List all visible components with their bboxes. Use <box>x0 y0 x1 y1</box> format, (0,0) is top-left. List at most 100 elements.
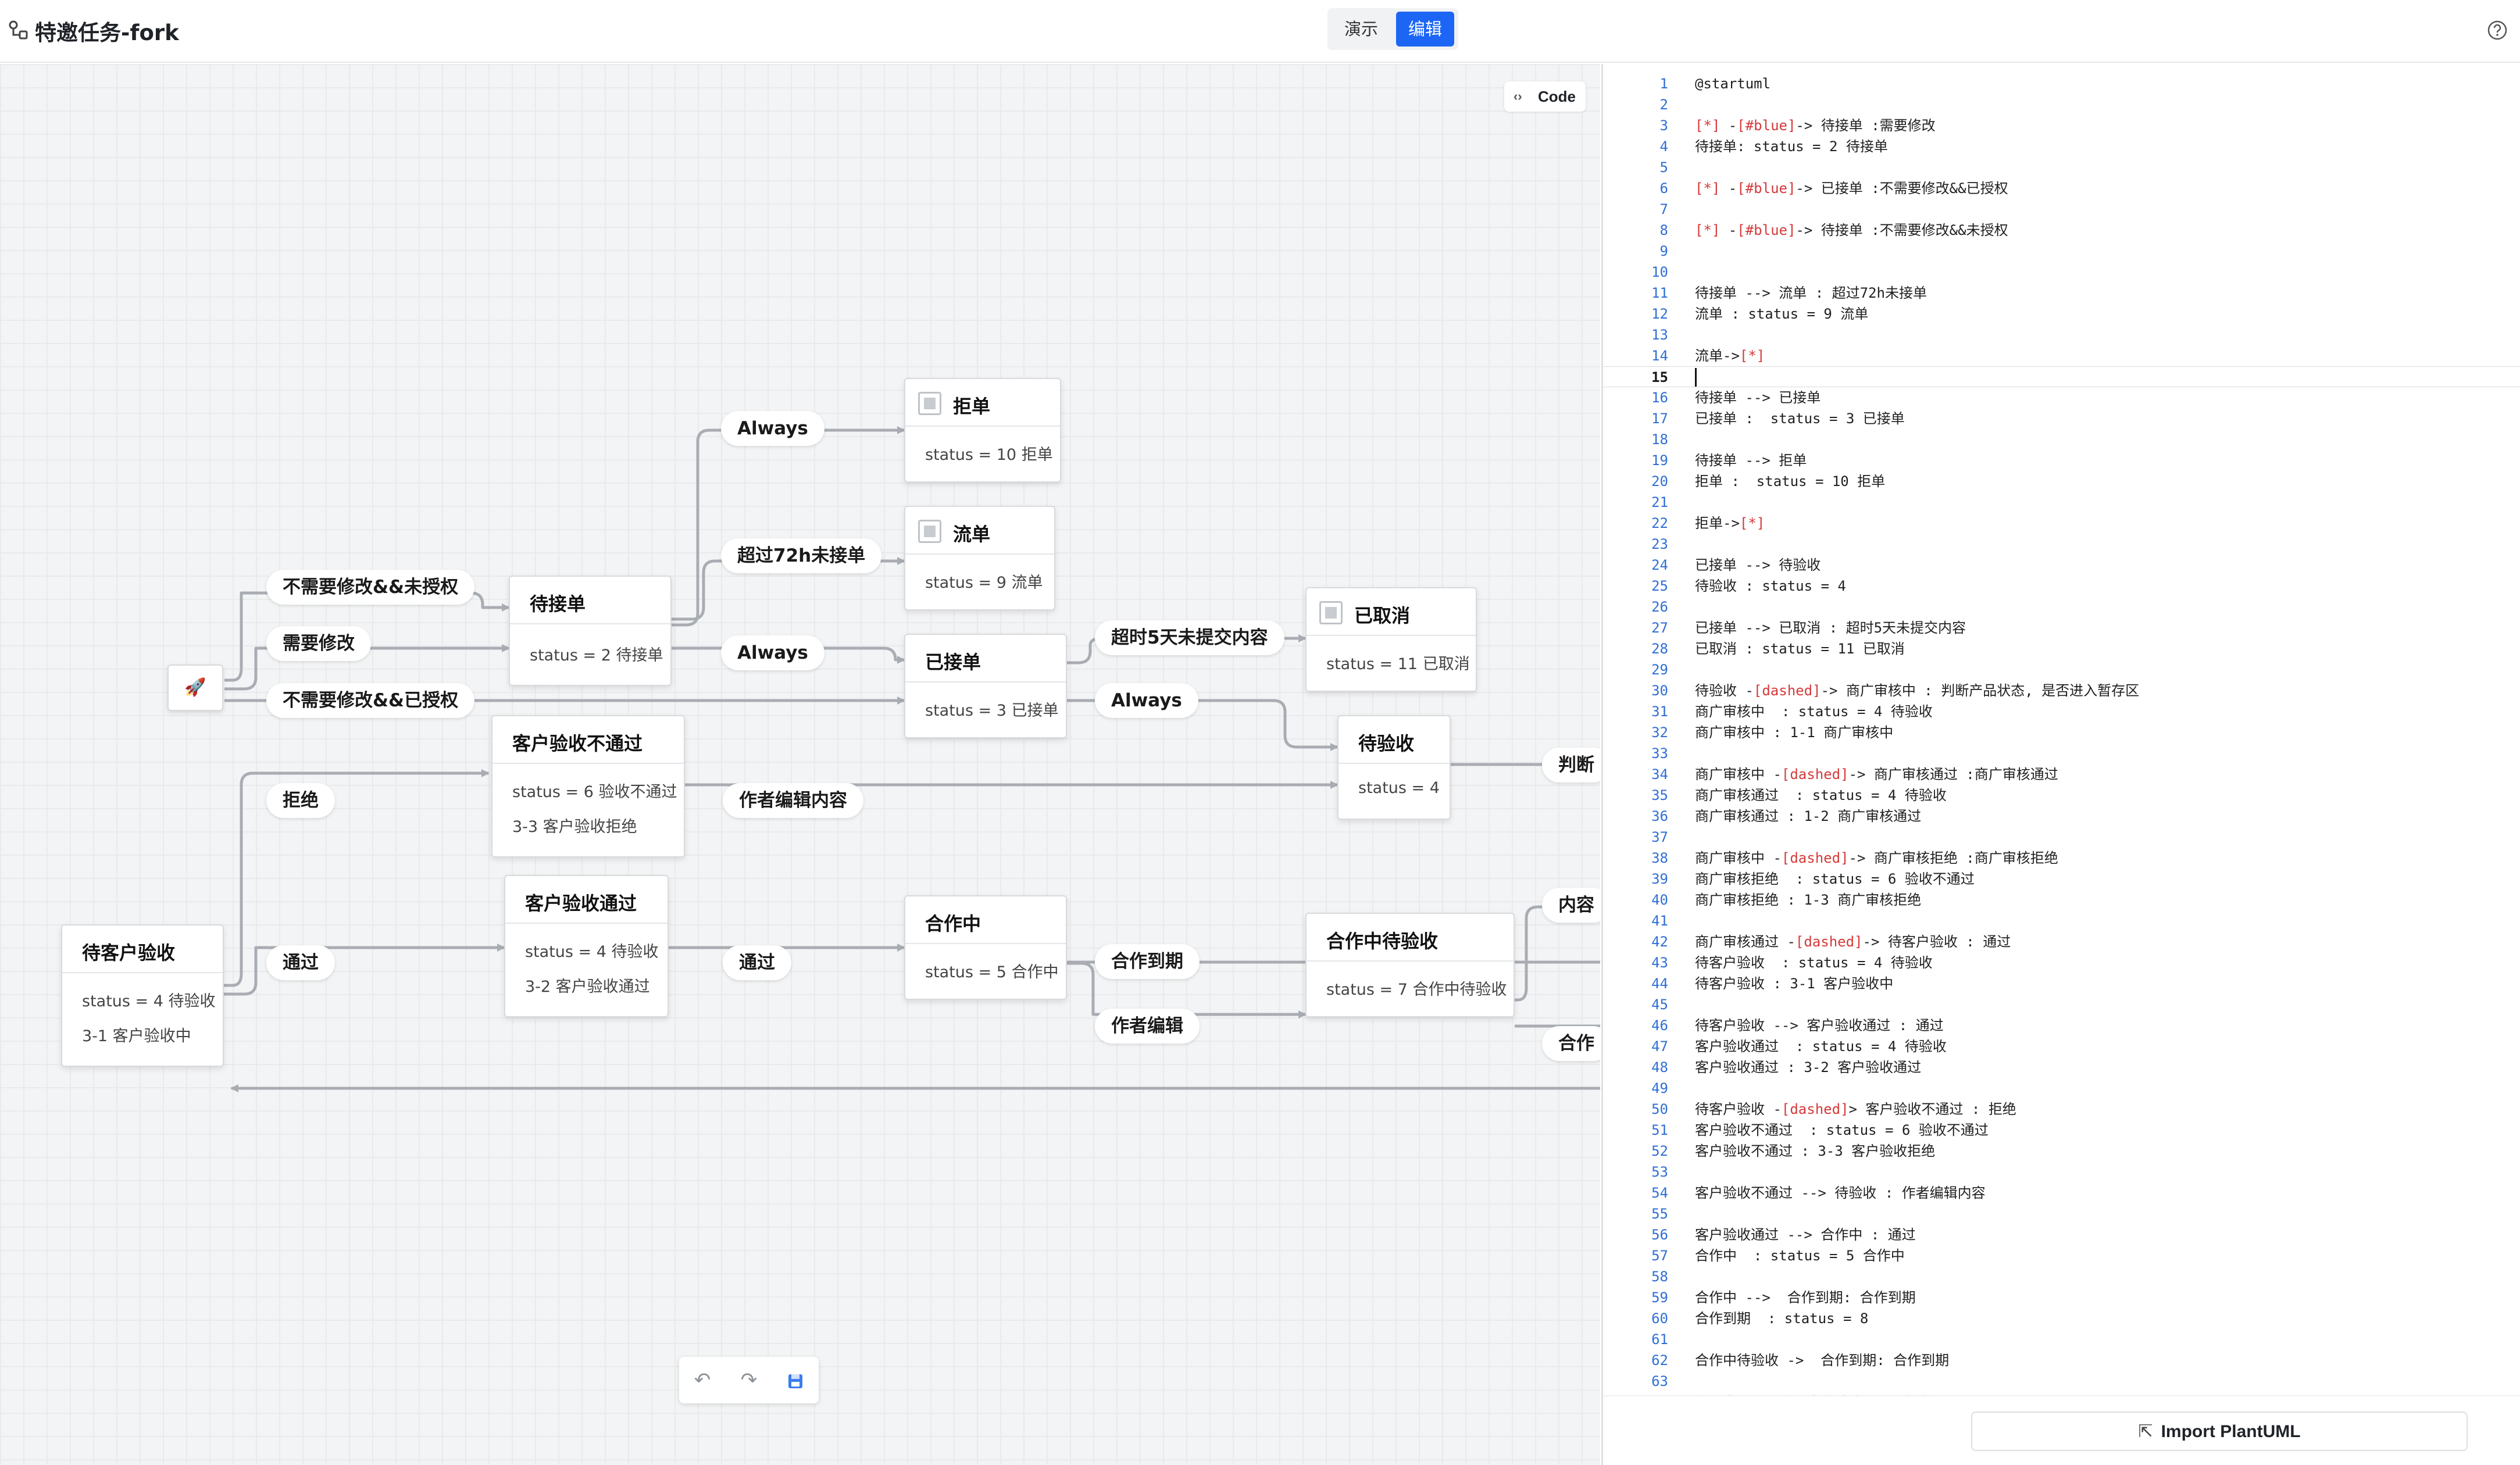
edit-mode-button[interactable]: 编辑 <box>1396 12 1454 47</box>
code-line[interactable]: 3[*] -[#blue]-> 待接单 :需要修改 <box>1603 115 2520 136</box>
start-node[interactable]: 🚀 <box>167 664 223 711</box>
demo-mode-button[interactable]: 演示 <box>1344 19 1378 39</box>
edge-label-reject[interactable]: 拒绝 <box>266 783 335 818</box>
state-node-judan[interactable]: 拒单 status = 10 拒单 <box>904 378 1061 483</box>
state-node-hezuo-daiyanshou[interactable]: 合作中待验收 status = 7 合作中待验收 <box>1305 913 1515 1017</box>
code-line[interactable]: 5 <box>1603 157 2520 178</box>
state-node-hezuozhong[interactable]: 合作中 status = 5 合作中 <box>904 895 1067 1000</box>
state-node-yijiedan[interactable]: 已接单 status = 3 已接单 <box>904 634 1067 738</box>
edge-label-always[interactable]: Always <box>1095 683 1198 718</box>
code-line[interactable]: 21 <box>1603 492 2520 513</box>
edge-label-no-edit-unauthorized[interactable]: 不需要修改&&未授权 <box>266 570 475 605</box>
undo-icon[interactable]: ↶ <box>694 1369 711 1391</box>
edge-label-author-edit-content[interactable]: 作者编辑内容 <box>723 783 863 818</box>
flow-canvas[interactable]: ‹› Code 🚀 待接单 status = 2 待接单 拒单 status =… <box>0 64 1600 1465</box>
import-plantuml-button[interactable]: ⇱Import PlantUML <box>1971 1412 2468 1451</box>
code-line[interactable]: 63 <box>1603 1371 2520 1392</box>
save-icon[interactable] <box>772 1357 819 1403</box>
help-icon[interactable] <box>2487 20 2508 41</box>
code-line[interactable]: 7 <box>1603 199 2520 220</box>
code-line[interactable]: 33 <box>1603 743 2520 764</box>
state-node-daikehuyanshou[interactable]: 待客户验收 status = 4 待验收 3-1 客户验收中 <box>61 924 224 1067</box>
edge-label-content[interactable]: 内容 <box>1542 888 1600 923</box>
code-line[interactable]: 26 <box>1603 596 2520 617</box>
edge-label-timeout-72h[interactable]: 超过72h未接单 <box>721 538 882 573</box>
code-line[interactable]: 29 <box>1603 659 2520 680</box>
code-line[interactable]: 49 <box>1603 1078 2520 1099</box>
code-line[interactable]: 18 <box>1603 429 2520 450</box>
state-node-daijiedan[interactable]: 待接单 status = 2 待接单 <box>509 576 672 686</box>
code-line[interactable]: 9 <box>1603 241 2520 262</box>
code-line[interactable]: 15 <box>1603 366 2520 387</box>
edge-label-needs-edit[interactable]: 需要修改 <box>266 626 371 661</box>
code-line[interactable]: 23 <box>1603 534 2520 555</box>
code-toggle-button[interactable]: ‹› Code <box>1504 81 1586 112</box>
edge-label-always[interactable]: Always <box>721 411 824 446</box>
state-node-kehu-butongguo[interactable]: 客户验收不通过 status = 6 验收不通过 3-3 客户验收拒绝 <box>491 715 685 857</box>
edge-label-cooperation-expired[interactable]: 合作到期 <box>1095 944 1200 979</box>
code-line[interactable]: 45 <box>1603 994 2520 1015</box>
code-line[interactable]: 55 <box>1603 1203 2520 1224</box>
code-line[interactable]: 41 <box>1603 910 2520 931</box>
edge-label-judge[interactable]: 判断 <box>1542 748 1600 782</box>
code-line[interactable]: 13 <box>1603 324 2520 345</box>
edge-label-no-edit-authorized[interactable]: 不需要修改&&已授权 <box>266 683 475 718</box>
state-node-kehu-tongguo[interactable]: 客户验收通过 status = 4 待验收 3-2 客户验收通过 <box>504 875 669 1017</box>
state-node-daiyanshou[interactable]: 待验收 status = 4 <box>1337 715 1451 820</box>
edge-label-pass[interactable]: 通过 <box>723 945 791 980</box>
edge-label-author-edit[interactable]: 作者编辑 <box>1095 1009 1200 1044</box>
code-line[interactable]: 8[*] -[#blue]-> 待接单 :不需要修改&&未授权 <box>1603 220 2520 241</box>
state-node-liudan[interactable]: 流单 status = 9 流单 <box>904 506 1055 610</box>
edge-label-pass[interactable]: 通过 <box>266 945 335 980</box>
edge-label-cooperation[interactable]: 合作 <box>1542 1026 1600 1061</box>
edge-label-timeout-5days[interactable]: 超时5天未提交内容 <box>1095 620 1284 655</box>
state-node-yiquxiao[interactable]: 已取消 status = 11 已取消 <box>1305 587 1477 692</box>
code-line[interactable]: 2 <box>1603 94 2520 115</box>
code-line[interactable]: 58 <box>1603 1266 2520 1287</box>
code-line[interactable]: 61 <box>1603 1329 2520 1350</box>
code-line[interactable]: 53 <box>1603 1162 2520 1182</box>
edge-label-always[interactable]: Always <box>721 635 824 670</box>
redo-icon[interactable]: ↷ <box>740 1369 758 1391</box>
code-line[interactable]: 10 <box>1603 262 2520 283</box>
code-line[interactable]: 6[*] -[#blue]-> 已接单 :不需要修改&&已授权 <box>1603 178 2520 199</box>
code-line[interactable]: 1@startuml <box>1603 73 2520 94</box>
code-line[interactable]: 37 <box>1603 827 2520 848</box>
